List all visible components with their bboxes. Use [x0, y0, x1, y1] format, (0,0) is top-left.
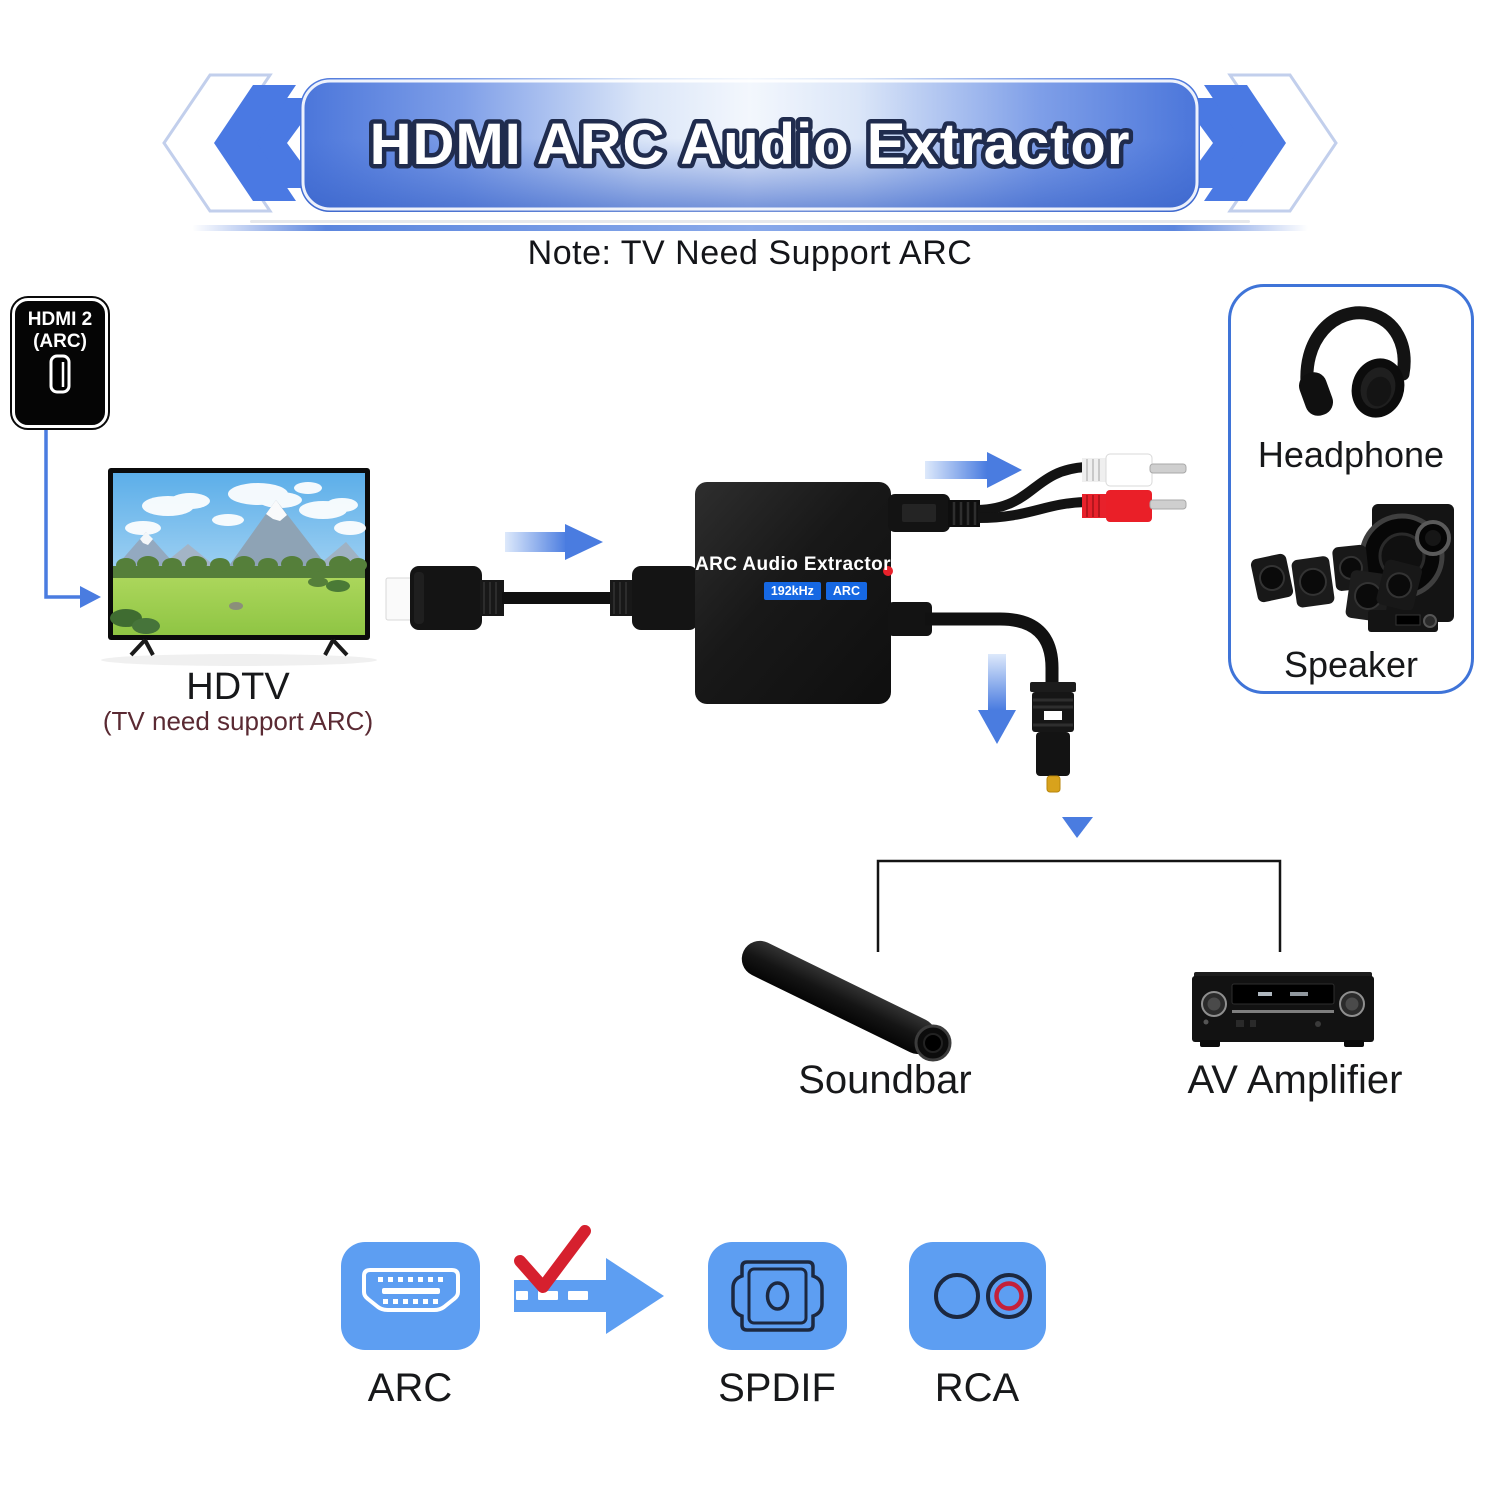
arc-label: ARC — [367, 1366, 453, 1410]
chevron-big-right-icon — [1204, 85, 1286, 201]
banner-shadow-line — [250, 220, 1250, 223]
banner: HDMI ARC Audio Extractor — [162, 73, 1338, 231]
speaker-label: Speaker — [1283, 644, 1419, 685]
banner-inner-border — [301, 79, 1199, 211]
rca-plug-white — [1082, 453, 1187, 487]
soundbar-illustration — [741, 940, 952, 1062]
power-led — [883, 566, 893, 576]
hdmi-cable — [385, 566, 698, 630]
connector-arrowhead-icon — [80, 586, 101, 608]
flow-arrow-input — [505, 524, 603, 560]
av-amplifier-illustration — [1192, 972, 1374, 1047]
rca-cable — [888, 453, 1187, 532]
treeline — [116, 556, 367, 572]
hdtv-label: HDTV — [186, 666, 290, 708]
hdmi-arc-port-badge: HDMI 2 (ARC) — [10, 296, 110, 430]
rca-label: RCA — [934, 1366, 1020, 1410]
hdtv-caption: (TV need support ARC) — [102, 706, 374, 736]
split-bracket — [876, 859, 1282, 952]
rca-plug-red — [1082, 490, 1187, 522]
badge-192khz: 192kHz — [763, 582, 821, 600]
hdtv-illustration — [101, 468, 377, 666]
av-amplifier-label: AV Amplifier — [1187, 1058, 1403, 1102]
check-icon — [514, 1225, 591, 1293]
note-text: Note: TV Need Support ARC — [527, 234, 973, 272]
tv-leg-left — [129, 638, 155, 657]
rca-port-icon — [909, 1242, 1046, 1350]
port-badge-line2: (ARC) — [33, 331, 87, 352]
conversion-arrow — [514, 1225, 664, 1334]
clouds — [125, 482, 366, 535]
banner-title: HDMI ARC Audio Extractor — [370, 112, 1131, 177]
extractor-overlay: ARC Audio Extractor 192kHz ARC — [695, 482, 891, 704]
flow-arrow-analog — [925, 452, 1022, 488]
spdif-port-icon — [708, 1242, 847, 1350]
arc-port-connector — [44, 420, 101, 608]
headphone-icon — [1298, 306, 1411, 418]
spdif-label: SPDIF — [718, 1366, 836, 1410]
flow-arrow-spdif — [978, 654, 1016, 744]
tv-leg-right — [323, 638, 349, 657]
small-down-triangle-icon — [1062, 817, 1093, 838]
chevron-big-left-icon — [214, 85, 296, 201]
tv-shadow — [101, 654, 377, 666]
hdmi-port-icon — [49, 354, 71, 394]
badge-arc: ARC — [825, 582, 867, 600]
tv-screen-landscape — [110, 473, 367, 635]
arc-port-icon — [341, 1242, 480, 1350]
soundbar-label: Soundbar — [798, 1058, 972, 1102]
speaker-system-icon — [1250, 504, 1454, 632]
port-badge-line1: HDMI 2 — [27, 309, 93, 330]
headphone-label: Headphone — [1257, 434, 1445, 475]
optical-cable — [888, 602, 1076, 793]
banner-bar-shade — [300, 78, 1200, 212]
extractor-badges: 192kHz ARC — [695, 582, 891, 600]
banner-underline — [192, 225, 1308, 231]
extractor-name: ARC Audio Extractor — [695, 554, 891, 575]
